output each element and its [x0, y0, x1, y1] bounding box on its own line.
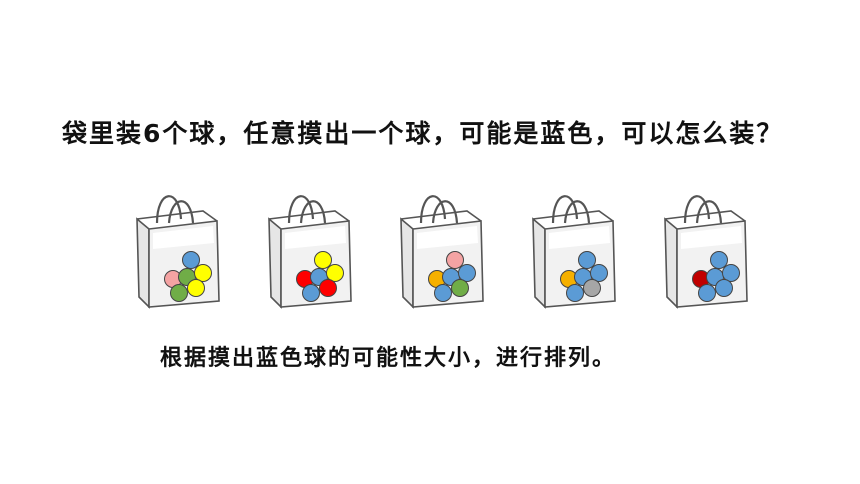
ball-yellow	[187, 279, 205, 297]
bag-side	[532, 217, 546, 309]
bag-handle-back	[155, 195, 183, 224]
bag-top-edge	[268, 210, 350, 222]
bag-illustration	[268, 195, 352, 309]
bag-side	[664, 217, 678, 309]
ball-blue	[715, 279, 733, 297]
bag-handle-front	[431, 200, 459, 224]
ball-yellow	[326, 264, 344, 282]
bag-side	[136, 217, 150, 309]
bag-handle-back	[551, 195, 579, 224]
bag-handle-back	[287, 195, 315, 224]
bag-side	[268, 217, 282, 309]
bag-top-edge	[532, 210, 614, 222]
bag-handle-front	[563, 200, 591, 224]
bag-illustration	[136, 195, 220, 309]
ball-green	[451, 279, 469, 297]
ball-blue	[434, 284, 452, 302]
ball-green	[170, 284, 188, 302]
bag-highlight	[681, 226, 742, 249]
bag-handle-front	[167, 200, 195, 224]
ball-blue	[698, 284, 716, 302]
bag-handle-back	[683, 195, 711, 224]
ball-blue	[566, 284, 584, 302]
bag-top-edge	[136, 210, 218, 222]
ball-gray	[583, 279, 601, 297]
bag-highlight	[417, 226, 478, 249]
ball-blue	[458, 264, 476, 282]
bag-highlight	[549, 226, 610, 249]
bag-handle-back	[419, 195, 447, 224]
ball-red	[319, 279, 337, 297]
ball-blue	[578, 251, 596, 269]
ball-blue	[182, 251, 200, 269]
bag-side	[400, 217, 414, 309]
bag-top-edge	[664, 210, 746, 222]
bag-illustration	[532, 195, 616, 309]
bag-4	[529, 183, 619, 309]
bag-illustration	[664, 195, 748, 309]
bag-handle-front	[695, 200, 723, 224]
bag-1	[133, 183, 223, 309]
ball-blue	[590, 264, 608, 282]
ball-blue	[710, 251, 728, 269]
bag-handle-front	[299, 200, 327, 224]
question-text: 袋里装6个球，任意摸出一个球，可能是蓝色，可以怎么装？	[62, 119, 784, 148]
bag-illustration	[400, 195, 484, 309]
instruction-text: 根据摸出蓝色球的可能性大小，进行排列。	[160, 346, 617, 371]
bag-top-edge	[400, 210, 482, 222]
bag-3	[397, 183, 487, 309]
ball-blue	[302, 284, 320, 302]
ball-yellow	[194, 264, 212, 282]
bag-2	[265, 183, 355, 309]
ball-yellow	[314, 251, 332, 269]
ball-blue	[722, 264, 740, 282]
bag-highlight	[285, 226, 346, 249]
ball-pink	[446, 251, 464, 269]
bag-highlight	[153, 226, 214, 249]
bag-5	[661, 183, 751, 309]
